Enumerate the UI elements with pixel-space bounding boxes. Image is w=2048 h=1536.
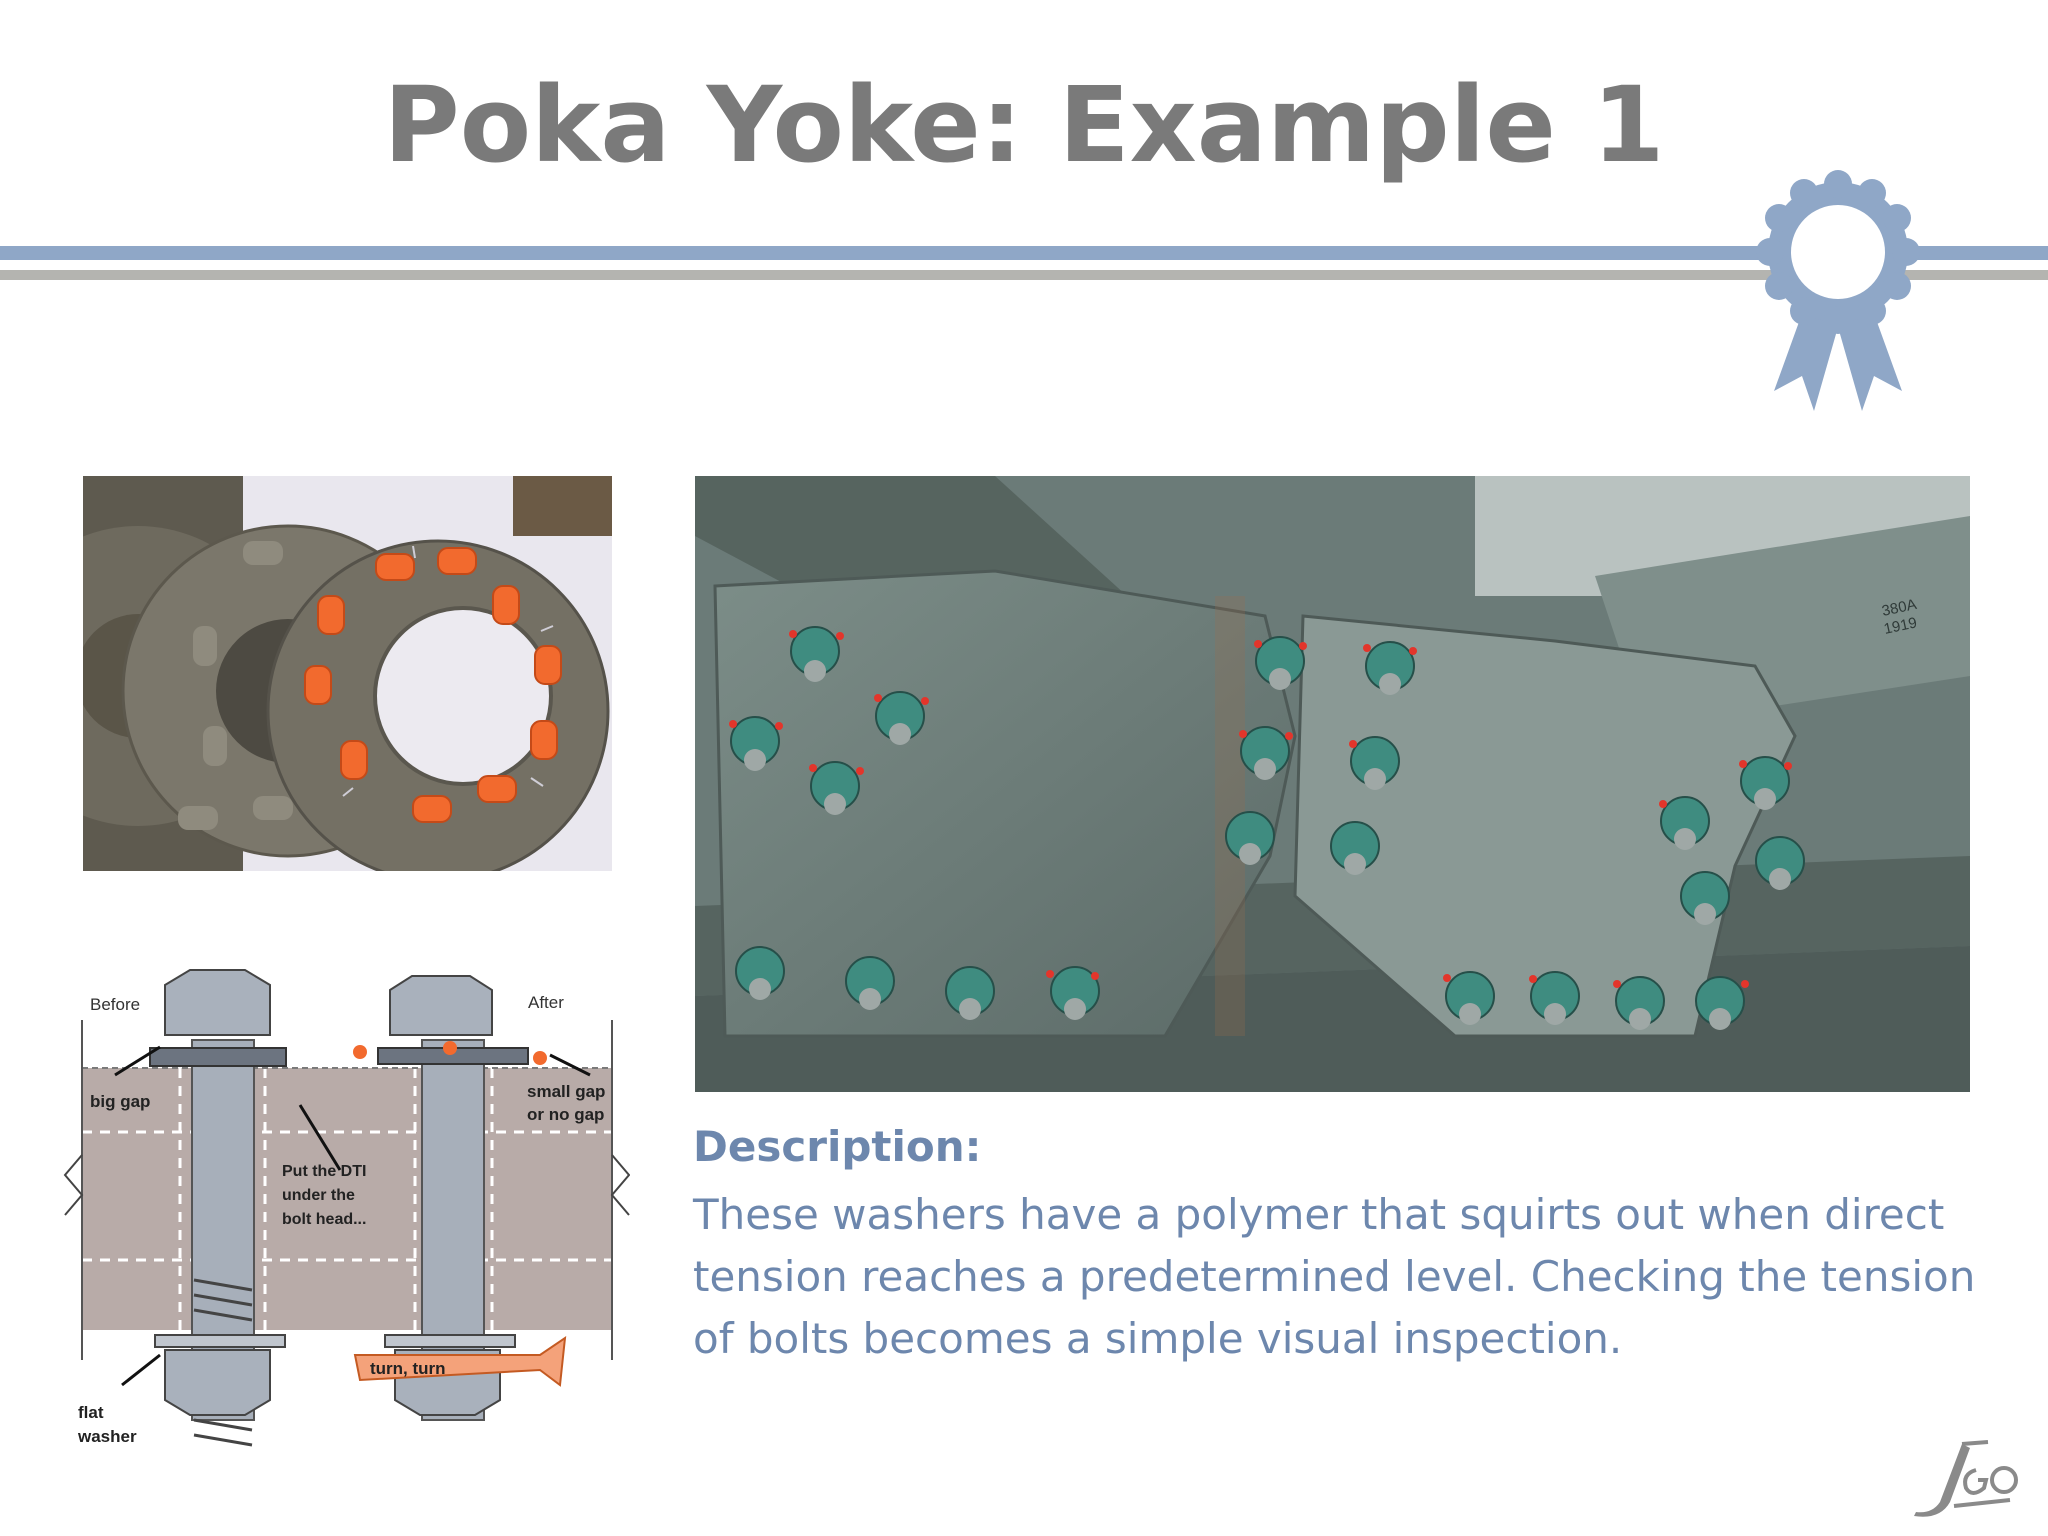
diagram-put-dti-3: bolt head... [282, 1211, 366, 1228]
header-rule-blue [0, 246, 2048, 260]
header-rule-gray [0, 270, 2048, 280]
diagram-before-label: Before [90, 995, 140, 1014]
award-ribbon-icon [1756, 170, 1920, 411]
diagram-turn-turn: turn, turn [370, 1359, 446, 1378]
description-heading: Description: [693, 1122, 982, 1171]
diagram-after-label: After [528, 993, 564, 1012]
dti-diagram: Before After big gap small gap or no gap… [60, 960, 630, 1480]
diagram-or-no-gap: or no gap [527, 1105, 604, 1124]
diagram-washer: washer [77, 1427, 137, 1446]
diagram-flat: flat [78, 1403, 104, 1422]
diagram-put-dti-1: Put the DTI [282, 1163, 366, 1180]
polymer-indicators [304, 547, 562, 823]
diagram-big-gap: big gap [90, 1092, 150, 1111]
steel-marking-1: 380A [1880, 596, 1918, 620]
steel-marking-2: 1919 [1882, 614, 1918, 638]
slide-title: Poka Yoke: Example 1 [383, 64, 1665, 186]
brand-logo [1914, 1440, 2018, 1517]
bolt-group [729, 626, 1805, 1030]
washers-photo [83, 476, 612, 871]
description-body: These washers have a polymer that squirt… [693, 1190, 1976, 1363]
diagram-small-gap: small gap [527, 1082, 605, 1101]
diagram-put-dti-2: under the [282, 1187, 355, 1204]
steel-connection-photo: 380A 1919 [695, 476, 1970, 1092]
